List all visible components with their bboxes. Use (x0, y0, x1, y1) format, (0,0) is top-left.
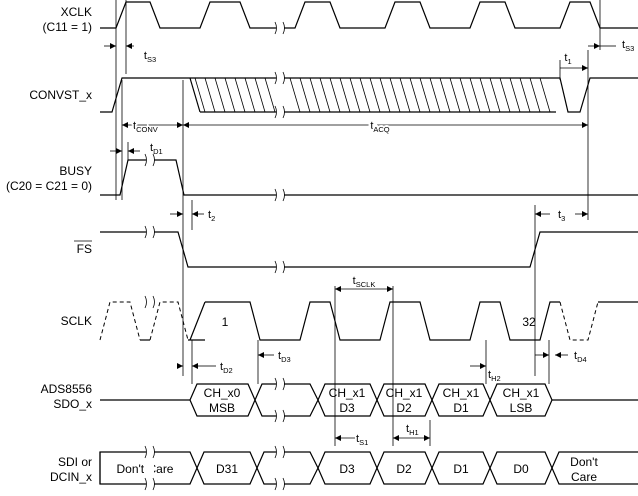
svg-text:tD2: tD2 (220, 361, 233, 375)
td3-annotation: tD3 (258, 350, 291, 364)
svg-text:D2: D2 (396, 462, 412, 476)
busy-label: BUSY (59, 164, 92, 178)
tacq-annotation: tACQ (183, 118, 588, 136)
sclk-first-pulse-label: 1 (222, 315, 229, 329)
svg-text:D1: D1 (453, 462, 469, 476)
svg-text:tD1: tD1 (150, 142, 163, 156)
sdo-device-label: ADS8556 (41, 382, 93, 396)
signal-labels: XCLK (C11 = 1) CONVST_x BUSY (C20 = C21 … (6, 5, 92, 484)
busy-waveform (100, 153, 638, 202)
svg-text:tH2: tH2 (488, 369, 501, 383)
th2-annotation: tH2 (470, 363, 501, 383)
reference-lines (115, 0, 601, 446)
ts3-right-annotation: tS3 (588, 39, 634, 53)
fs-label: FS (77, 242, 92, 256)
svg-text:tACQ: tACQ (370, 120, 389, 134)
svg-text:D1: D1 (453, 401, 469, 415)
svg-text:Don't Care: Don't Care (117, 462, 174, 476)
sdi-cell-d0: D0 (489, 451, 553, 485)
timing-annotations: tS3 tS3 t1 tCONV tACQ (104, 39, 634, 447)
svg-text:Don't: Don't (570, 455, 598, 469)
svg-text:tD4: tD4 (574, 350, 587, 364)
xclk-label: XCLK (61, 5, 92, 19)
tconv-annotation: tCONV (122, 119, 183, 136)
svg-text:D31: D31 (216, 462, 238, 476)
t3-annotation: t3 (535, 209, 588, 223)
svg-text:CH_x1: CH_x1 (443, 386, 480, 400)
t2-annotation: t2 (170, 209, 215, 223)
sclk-label: SCLK (61, 314, 92, 328)
svg-text:tSCLK: tSCLK (353, 275, 376, 289)
svg-text:tS3: tS3 (144, 50, 156, 64)
svg-text:D3: D3 (339, 401, 355, 415)
svg-text:MSB: MSB (209, 401, 235, 415)
svg-text:CH_x1: CH_x1 (386, 386, 423, 400)
sdi-cell-d31: D31 (196, 451, 258, 485)
svg-text:t3: t3 (558, 209, 565, 223)
sdi-label: SDI or (58, 455, 92, 469)
xclk-waveform (100, 1, 638, 35)
svg-text:D2: D2 (396, 401, 412, 415)
sdo-cell-d3: CH_x1 D3 (317, 383, 378, 417)
tsclk-annotation: tSCLK (335, 275, 393, 292)
convst-dont-care-hatch (189, 77, 556, 113)
sdi-cell-dont-care-end: Don't Care (551, 451, 638, 485)
dcin-label: DCIN_x (50, 470, 92, 484)
svg-text:CH_x1: CH_x1 (503, 386, 540, 400)
ts1-annotation: tS1 (335, 433, 368, 447)
svg-text:CH_x0: CH_x0 (204, 386, 241, 400)
sdi-cell-dont-care-start: Don't Care (99, 451, 198, 485)
svg-text:CH_x1: CH_x1 (329, 386, 366, 400)
svg-text:tH1: tH1 (406, 423, 419, 437)
sdi-cell-d1: D1 (431, 451, 491, 485)
xclk-trace (100, 1, 638, 29)
xclk-condition-label: (C11 = 1) (43, 20, 92, 34)
sdo-label: SDO_x (53, 397, 92, 411)
sdo-cell-msb: CH_x0 MSB (189, 383, 256, 417)
th1-annotation: tH1 (393, 423, 430, 441)
svg-text:tD3: tD3 (278, 350, 291, 364)
busy-trace (100, 159, 638, 196)
sclk-waveform: 1 32 (99, 295, 638, 341)
convst-waveform (100, 71, 638, 119)
sdi-cell-d2: D2 (376, 451, 433, 485)
sdo-cell-d2: CH_x1 D2 (376, 383, 433, 417)
fs-waveform (100, 225, 638, 274)
convst-label: CONVST_x (29, 88, 92, 102)
svg-text:tCONV: tCONV (133, 120, 158, 134)
sdo-cell-d1: CH_x1 D1 (431, 383, 491, 417)
sclk-last-pulse-label: 32 (522, 315, 536, 329)
td2-annotation: tD2 (177, 361, 233, 375)
svg-text:tS3: tS3 (622, 39, 634, 53)
td4-annotation: tD4 (535, 350, 587, 364)
svg-text:t1: t1 (564, 52, 571, 66)
svg-text:t2: t2 (208, 209, 215, 223)
svg-text:LSB: LSB (510, 401, 533, 415)
td1-annotation: tD1 (110, 142, 163, 160)
sdo-cell-lsb: CH_x1 LSB (489, 383, 553, 417)
svg-text:tS1: tS1 (356, 433, 368, 447)
sdo-waveform: CH_x0 MSB CH_x1 D3 CH_x1 D2 CH_x1 D1 CH_… (100, 377, 638, 423)
svg-text:D0: D0 (513, 462, 529, 476)
busy-condition-label: (C20 = C21 = 0) (6, 179, 92, 193)
svg-text:D3: D3 (339, 462, 355, 476)
fs-trace (100, 231, 638, 268)
ts3-left-annotation: tS3 (104, 43, 156, 64)
sdi-waveform: Don't Care D31 D3 D2 D1 D0 Don (99, 445, 638, 491)
svg-text:Care: Care (571, 470, 597, 484)
t1-annotation: t1 (559, 52, 588, 80)
convst-trace (100, 77, 638, 113)
sdi-cell-d3: D3 (317, 451, 378, 485)
